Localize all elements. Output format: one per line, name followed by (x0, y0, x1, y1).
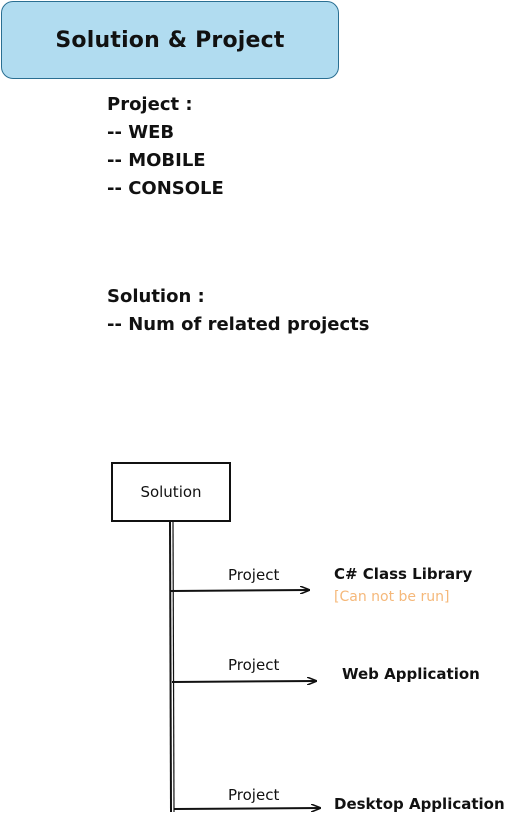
node-class-library: C# Class Library (334, 565, 473, 583)
branch-arrow (173, 808, 320, 809)
solution-node: Solution (111, 462, 231, 522)
node-web-application: Web Application (342, 665, 480, 683)
solution-note: Solution : -- Num of related projects (107, 283, 369, 339)
trunk-line (169, 521, 172, 813)
trunk-line-sketch (172, 521, 175, 813)
project-note-heading: Project : (107, 94, 193, 115)
branch-arrow (171, 681, 316, 682)
edge-label-project: Project (228, 566, 280, 584)
branch-arrow (170, 590, 309, 591)
node-desktop-application: Desktop Application (334, 795, 505, 813)
class-library-note: [Can not be run] (334, 589, 450, 605)
solution-note-heading: Solution : (107, 286, 205, 307)
project-type-item: -- CONSOLE (107, 178, 224, 199)
project-type-item: -- WEB (107, 122, 175, 143)
solution-node-label: Solution (140, 483, 202, 501)
title-box: Solution & Project (1, 1, 339, 79)
project-type-item: -- MOBILE (107, 150, 206, 171)
diagram-title: Solution & Project (55, 27, 285, 53)
edge-label-project: Project (228, 656, 280, 674)
edge-label-project: Project (228, 786, 280, 804)
project-note: Project : -- WEB -- MOBILE -- CONSOLE (107, 91, 224, 203)
solution-note-item: -- Num of related projects (107, 314, 370, 335)
